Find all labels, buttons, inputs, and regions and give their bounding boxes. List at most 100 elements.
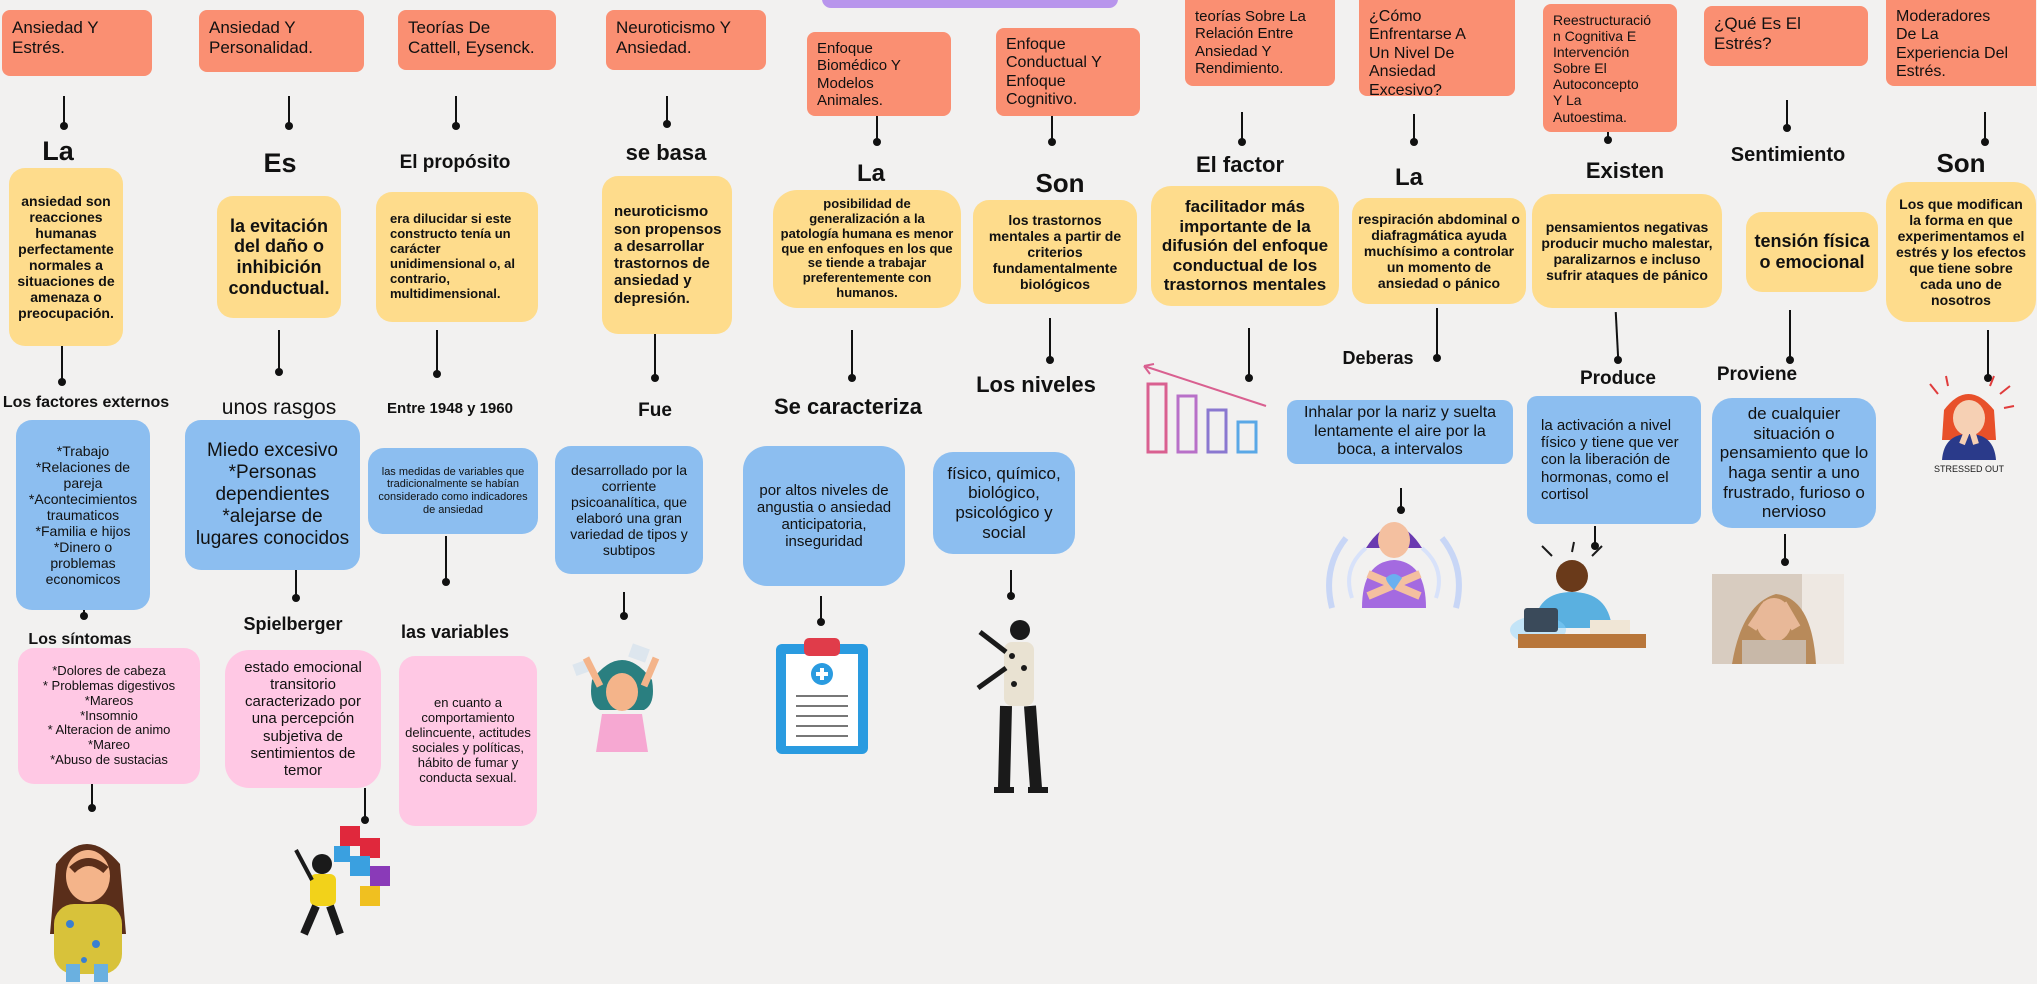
breathing-woman-icon	[1326, 522, 1462, 609]
header-teorias: Teorías De Cattell, Eysenck.	[398, 10, 556, 70]
detail-node: Inhalar por la nariz y suelta lentamente…	[1287, 400, 1513, 464]
connector-dot	[1238, 138, 1246, 146]
connector-line	[1436, 308, 1438, 358]
main-node: neuroticismo son propensos a desarrollar…	[602, 176, 732, 334]
declining-chart-icon	[1143, 363, 1267, 454]
detail-node: las medidas de variables que tradicional…	[368, 448, 538, 534]
connector-dot	[663, 120, 671, 128]
connector-line	[91, 784, 93, 808]
connector-line	[364, 788, 366, 820]
connector-dot	[1604, 136, 1612, 144]
connector-dot	[1786, 356, 1794, 364]
detail-node: Miedo excesivo *Personas dependientes *a…	[185, 420, 360, 570]
connector-line	[445, 536, 447, 582]
connector-label: Existen	[1585, 158, 1665, 183]
stressed-man-desk-icon	[1510, 541, 1646, 648]
header-teorias-rendimiento: teorías Sobre La Relación Entre Ansiedad…	[1185, 0, 1335, 86]
detail-node: *Trabajo *Relaciones de pareja *Aconteci…	[16, 420, 150, 610]
header-como-enfrentarse: ¿Cómo Enfrentarse A Un Nivel De Ansiedad…	[1359, 0, 1515, 99]
connector-label: Sentimiento	[1730, 144, 1846, 166]
header-que-es-estres: ¿Qué Es El Estrés?	[1704, 6, 1868, 66]
connector-label: Los factores externos	[2, 394, 170, 411]
dancing-man-icon	[976, 620, 1048, 793]
main-node: posibilidad de generalización a la patol…	[773, 190, 961, 308]
connector-line	[654, 334, 656, 378]
connector-line	[1614, 311, 1620, 361]
connector-label: Fue	[638, 400, 672, 421]
connector-label: Se caracteriza	[774, 394, 922, 419]
main-node: la evitación del daño o inhibición condu…	[217, 196, 341, 318]
connector-dot	[1783, 124, 1791, 132]
connector-label: La	[1394, 164, 1423, 191]
connector-label: Produce	[1579, 368, 1657, 389]
symptoms-node: *Dolores de cabeza * Problemas digestivo…	[18, 648, 200, 784]
connector-label: La	[42, 136, 74, 166]
detail-node: la activación a nivel físico y tiene que…	[1527, 396, 1701, 524]
connector-dot	[817, 618, 825, 626]
connector-line	[1784, 534, 1786, 562]
connector-dot	[80, 612, 88, 620]
main-node: facilitador más importante de la difusió…	[1151, 186, 1339, 306]
connector-label: Proviene	[1716, 364, 1798, 385]
detail-node: de cualquier situación o pensamiento que…	[1712, 398, 1876, 528]
header-ansiedad-personalidad: Ansiedad Y Personalidad.	[199, 10, 364, 72]
header-enfoque-conductual: Enfoque Conductual Y Enfoque Cognitivo.	[996, 28, 1140, 116]
connector-label: Es	[263, 148, 297, 178]
header-enfoque-biomedico: Enfoque Biomédico Y Modelos Animales.	[807, 32, 951, 116]
connector-line	[288, 96, 290, 126]
connector-label: Son	[1035, 168, 1085, 198]
stressed-out-sticker-icon: STRESSED OUT	[1929, 375, 2015, 474]
connector-dot	[620, 612, 628, 620]
main-node: era dilucidar si este constructo tenía u…	[376, 192, 538, 322]
connector-dot	[88, 804, 96, 812]
connector-line	[1984, 112, 1986, 142]
header-moderadores: Moderadores De La Experiencia Del Estrés…	[1886, 0, 2036, 86]
spielberger-node: estado emocional transitorio caracteriza…	[225, 650, 381, 788]
connector-line	[1400, 488, 1402, 510]
connector-line	[1594, 526, 1596, 546]
connector-line	[61, 346, 63, 382]
connector-label: unos rasgos	[221, 396, 337, 419]
variables-node: en cuanto a comportamiento delincuente, …	[399, 656, 537, 826]
detail-node: físico, químico, biológico, psicológico …	[933, 452, 1075, 554]
top-title-bar	[822, 0, 1118, 8]
connector-line	[1248, 328, 1250, 378]
connector-label: El propósito	[399, 152, 511, 173]
connector-line	[1010, 570, 1012, 596]
connector-dot	[452, 122, 460, 130]
clipboard-icon	[776, 638, 868, 754]
connector-label: las variables	[400, 622, 510, 642]
connector-line	[63, 96, 65, 126]
connector-label: El factor	[1195, 152, 1285, 177]
connector-label: Los niveles	[976, 372, 1096, 397]
woman-face-in-hands-photo	[1712, 574, 1844, 664]
main-node: ansiedad son reacciones humanas perfecta…	[9, 168, 123, 346]
detail-node: desarrollado por la corriente psicoanalí…	[555, 446, 703, 574]
connector-label: La	[856, 160, 885, 187]
connector-dot	[442, 578, 450, 586]
main-node: Los que modifican la forma en que experi…	[1886, 182, 2036, 322]
connector-line	[876, 116, 878, 140]
connector-dot	[285, 122, 293, 130]
stressed-woman-icon	[572, 643, 660, 752]
connector-dot	[1046, 356, 1054, 364]
connector-dot	[361, 816, 369, 824]
connector-dot	[1781, 558, 1789, 566]
main-node: respiración abdominal o diafragmática ay…	[1352, 198, 1526, 304]
connector-dot	[1245, 374, 1253, 382]
main-node: tensión física o emocional	[1746, 212, 1878, 292]
connector-dot	[1614, 356, 1622, 364]
connector-dot	[292, 594, 300, 602]
connector-label: se basa	[625, 140, 707, 165]
connector-line	[1241, 112, 1243, 140]
connector-line	[623, 592, 625, 616]
header-ansiedad-estres: Ansiedad Y Estrés.	[2, 10, 152, 76]
connector-line	[1786, 100, 1788, 128]
connector-dot	[1984, 374, 1992, 382]
connector-line	[1413, 114, 1415, 142]
connector-dot	[1410, 138, 1418, 146]
connector-dot	[60, 122, 68, 130]
connector-line	[455, 96, 457, 126]
connector-dot	[1591, 542, 1599, 550]
connector-dot	[848, 374, 856, 382]
